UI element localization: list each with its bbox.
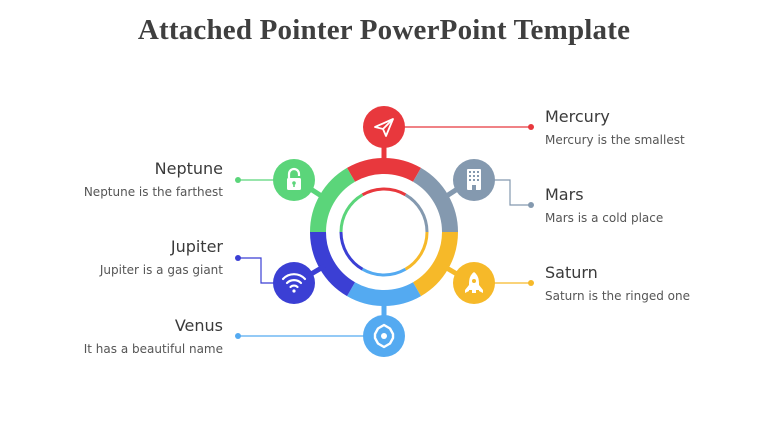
outer-segment-venus [347, 282, 421, 306]
node-saturn[interactable] [453, 262, 495, 304]
label-saturn: Saturn Saturn is the ringed one [545, 263, 690, 304]
label-title: Neptune [154, 159, 223, 178]
label-title: Saturn [545, 263, 598, 282]
label-mars: Mars Mars is a cold place [545, 185, 663, 226]
node-mercury[interactable] [363, 106, 405, 148]
label-description: Saturn is the ringed one [545, 289, 690, 303]
node-neptune[interactable] [273, 159, 315, 201]
label-description: Mercury is the smallest [545, 133, 685, 147]
outer-segment-mercury [347, 158, 421, 182]
label-title: Mercury [545, 107, 610, 126]
outer-segment-neptune [309, 167, 356, 233]
gear-icon [373, 323, 395, 349]
rocket-icon [465, 272, 483, 293]
label-jupiter: Jupiter Jupiter is a gas giant [24, 237, 223, 278]
wifi-icon [281, 273, 307, 293]
label-neptune: Neptune Neptune is the farthest [24, 159, 223, 200]
outer-ring [309, 158, 459, 306]
node-venus[interactable] [363, 315, 405, 357]
label-description: Mars is a cold place [545, 211, 664, 225]
node-mars[interactable] [453, 159, 495, 201]
lock-icon [287, 167, 301, 190]
slide-title: Attached Pointer PowerPoint Template [137, 14, 631, 46]
building-icon [467, 169, 481, 190]
label-description: It has a beautiful name [83, 342, 223, 356]
label-description: Jupiter is a gas giant [99, 263, 223, 277]
label-venus: Venus It has a beautiful name [24, 316, 223, 357]
node-jupiter[interactable] [273, 262, 315, 304]
label-title: Jupiter [170, 237, 223, 256]
outer-segment-saturn [412, 231, 459, 297]
label-title: Mars [545, 185, 584, 204]
paper-plane-icon [374, 118, 394, 137]
label-description: Neptune is the farthest [83, 185, 223, 199]
inner-ring [339, 187, 429, 277]
label-title: Venus [174, 316, 223, 335]
label-mercury: Mercury Mercury is the smallest [545, 107, 685, 148]
outer-segment-jupiter [309, 231, 356, 297]
outer-segment-mars [412, 167, 459, 233]
